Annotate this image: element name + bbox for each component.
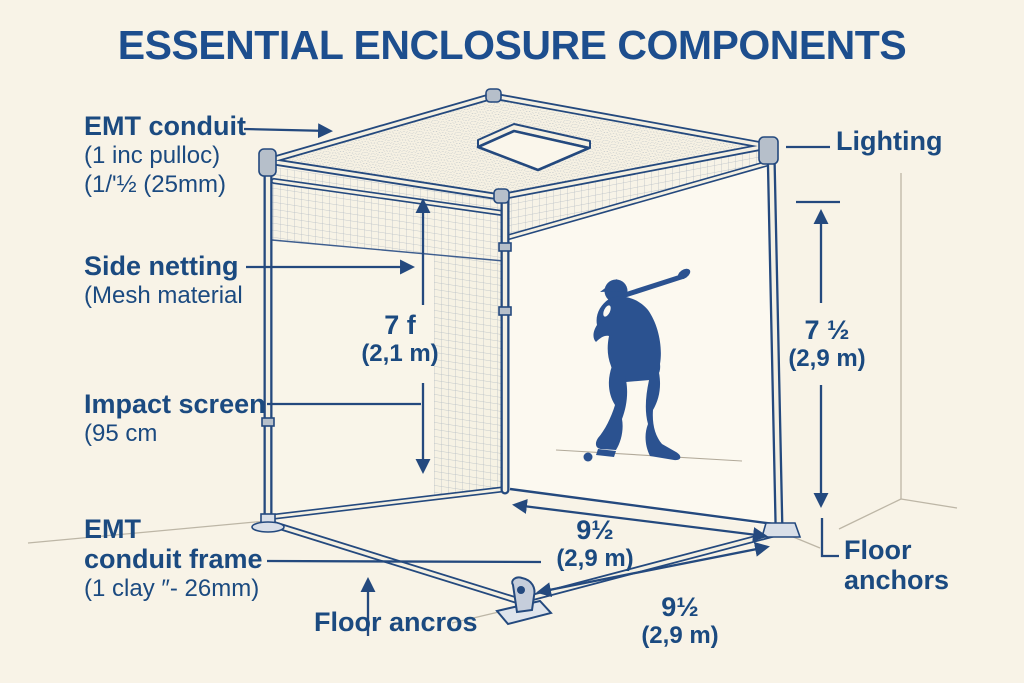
floor-anchors-connector — [820, 518, 839, 558]
front-width-arrow — [536, 541, 770, 598]
conduit-frame-line — [266, 559, 542, 564]
front-width-value: 9½ — [661, 592, 699, 622]
label-lighting: Lighting — [836, 126, 942, 156]
page-title: ESSENTIAL ENCLOSURE COMPONENTS — [117, 22, 907, 68]
floor-anchors-bottom-title: Floor ancros — [314, 607, 478, 637]
label-floor-anchors-bottom: Floor ancros — [314, 607, 478, 637]
back-width-metric: (2,9 m) — [556, 545, 634, 572]
back-width-value: 9½ — [576, 515, 614, 545]
back-width-arrow — [512, 499, 768, 542]
floor-anchors-right-title2: anchors — [844, 565, 950, 595]
emt-conduit-title: EMT conduit — [84, 111, 246, 141]
front-width-metric: (2,9 m) — [641, 622, 719, 649]
side-netting-sub1: (Mesh material — [84, 282, 243, 309]
conduit-frame-title2: conduit frame — [84, 544, 263, 574]
floor-anchor-left-foot — [251, 513, 285, 533]
golfer-silhouette — [555, 268, 743, 462]
floor-anchor-right-foot — [760, 522, 802, 538]
floor-anchors-right-title1: Floor — [844, 535, 912, 565]
label-impact-screen: Impact screen (95 cm — [84, 389, 266, 448]
screen-height-metric: (2,1 m) — [361, 340, 439, 367]
dimension-right-height: 7 ½ (2,9 m) — [775, 315, 879, 373]
dimension-screen-height: 7 f (2,1 m) — [348, 310, 452, 368]
golf-ball-icon — [583, 452, 593, 462]
conduit-frame-sub1: (1 clay ″- 26mm) — [84, 575, 260, 602]
fittings-and-anchors — [251, 88, 802, 626]
impact-screen-sub1: (95 cm — [84, 420, 158, 447]
label-emt-conduit: EMT conduit (1 inc pulloc) (1/'½ (25mm) — [84, 111, 246, 199]
emt-conduit-arrow — [243, 123, 333, 139]
screen-height-value: 7 f — [384, 310, 416, 340]
conduit-frame-title1: EMT — [84, 514, 141, 544]
light-fixture — [476, 123, 591, 172]
label-floor-anchors-right: Floor anchors — [844, 535, 949, 595]
annotation-lines — [243, 123, 840, 636]
impact-screen-title: Impact screen — [84, 389, 266, 419]
right-height-metric: (2,9 m) — [788, 345, 866, 372]
side-netting-wall — [270, 167, 505, 517]
floor-anchor-front — [495, 576, 553, 626]
right-height-value: 7 ½ — [804, 315, 850, 345]
lighting-title: Lighting — [836, 126, 943, 156]
label-emt-conduit-frame: EMT conduit frame (1 clay ″- 26mm) — [84, 514, 263, 603]
side-netting-title: Side netting — [84, 251, 239, 281]
emt-conduit-sub2: (1/'½ (25mm) — [84, 171, 226, 198]
dimension-back-width: 9½ (2,9 m) — [543, 515, 647, 573]
golf-club-icon — [619, 274, 684, 299]
emt-conduit-sub1: (1 inc pulloc) — [84, 142, 221, 169]
dimension-front-width: 9½ (2,9 m) — [628, 592, 732, 650]
label-side-netting: Side netting (Mesh material — [84, 251, 243, 310]
